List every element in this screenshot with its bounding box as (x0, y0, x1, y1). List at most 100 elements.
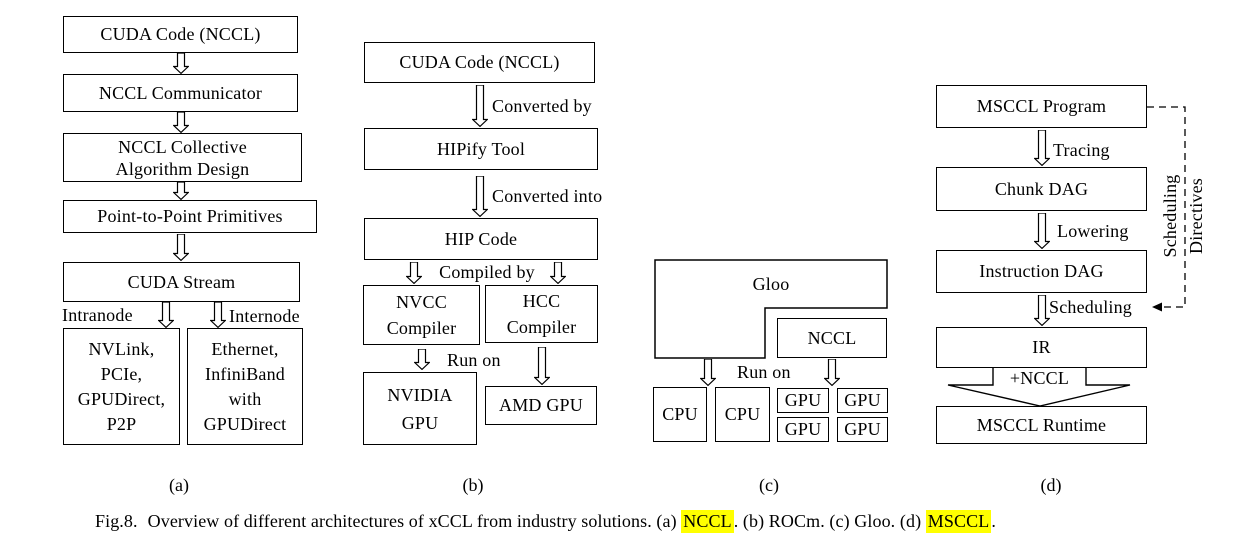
box-label: AMD GPU (499, 395, 583, 415)
box-cuda-stream: CUDA Stream (63, 262, 300, 302)
label-run-on-c: Run on (737, 362, 791, 382)
down-arrow-icon (472, 176, 488, 217)
down-arrow-icon (534, 347, 550, 385)
box-nccl-communicator: NCCL Communicator (63, 74, 298, 112)
box-nvidia-gpu: NVIDIA GPU (363, 372, 477, 445)
box-label-line: Compiler (386, 318, 457, 338)
scheduling-directives-dashed-arrow (1147, 106, 1186, 312)
caption-text: . (b) ROCm. (c) Gloo. (d) (733, 511, 926, 531)
box-intranode-technologies: NVLink, PCIe, GPUDirect, P2P (63, 328, 180, 445)
box-label: CUDA Code (NCCL) (100, 24, 261, 44)
down-arrow-icon (173, 53, 189, 74)
box-msccl-runtime: MSCCL Runtime (936, 406, 1147, 444)
box-label: GPU (844, 419, 881, 439)
box-gpu-4: GPU (837, 417, 888, 442)
label-converted-by: Converted by (492, 96, 592, 116)
box-label-line: NVLink, (88, 338, 155, 359)
label-gloo: Gloo (752, 274, 790, 294)
box-nccl-collective-algorithm-design: NCCL Collective Algorithm Design (63, 133, 302, 182)
box-label: IR (1032, 337, 1051, 357)
box-label-line: GPU (401, 412, 439, 433)
highlight-msccl: MSCCL (925, 510, 992, 533)
box-chunk-dag: Chunk DAG (936, 167, 1147, 211)
box-nccl-c: NCCL (777, 318, 887, 358)
box-instruction-dag: Instruction DAG (936, 250, 1147, 293)
down-arrow-icon (173, 182, 189, 200)
box-label: MSCCL Runtime (976, 414, 1107, 435)
box-label: GPU (784, 390, 822, 410)
box-label: CUDA Stream (127, 271, 236, 292)
down-arrow-icon (406, 262, 422, 284)
box-msccl-program: MSCCL Program (936, 85, 1147, 128)
caption-text: . (991, 511, 996, 531)
box-hip-code: HIP Code (364, 218, 598, 260)
down-arrow-icon (158, 302, 174, 328)
subfigure-label-c: (c) (759, 475, 779, 495)
figure-number: Fig.8. (95, 511, 138, 531)
box-gpu-2: GPU (837, 388, 888, 413)
subfigure-label-a: (a) (169, 475, 189, 495)
box-ir: IR (936, 327, 1147, 368)
down-arrow-icon (1034, 213, 1050, 249)
box-label-line: HCC (522, 291, 561, 311)
box-nvcc-compiler: NVCC Compiler (363, 285, 480, 345)
down-arrow-icon (173, 112, 189, 133)
box-label-line: GPUDirect (203, 413, 287, 434)
down-arrow-icon (550, 262, 566, 284)
box-label: NCCL Communicator (98, 82, 263, 103)
label-scheduling-directives-line2: Directives (1186, 178, 1206, 254)
box-label-line: with (228, 388, 262, 409)
label-converted-into: Converted into (492, 186, 603, 206)
down-arrow-icon (824, 359, 840, 386)
box-label: Point-to-Point Primitives (97, 206, 283, 226)
down-arrow-icon (210, 302, 226, 328)
box-label: CUDA Code (NCCL) (399, 52, 560, 72)
label-compiled-by: Compiled by (439, 262, 535, 282)
figure-caption: Fig.8.Overview of different architecture… (95, 510, 996, 533)
box-internode-technologies: Ethernet, InfiniBand with GPUDirect (187, 328, 303, 445)
box-label-line: NCCL Collective (118, 136, 247, 157)
box-amd-gpu: AMD GPU (485, 386, 597, 425)
box-label: HIPify Tool (436, 138, 526, 159)
highlight-nccl: NCCL (681, 510, 734, 533)
box-label: CPU (724, 404, 761, 424)
down-arrow-icon (414, 349, 430, 370)
box-label: GPU (784, 419, 822, 439)
down-arrow-icon (472, 85, 488, 127)
label-plus-nccl: +NCCL (1009, 368, 1070, 388)
subfigure-label-d: (d) (1040, 475, 1062, 495)
box-label: HIP Code (444, 228, 518, 249)
box-label-line: NVCC (396, 292, 447, 312)
box-label: Instruction DAG (979, 261, 1104, 281)
down-arrow-icon (700, 359, 716, 386)
box-label-line: Ethernet, (211, 338, 279, 359)
box-cuda-code-nccl-b: CUDA Code (NCCL) (364, 42, 595, 83)
box-label-line: PCIe, (100, 363, 143, 384)
box-cpu-1: CPU (653, 387, 707, 442)
label-scheduling-directives-line1: Scheduling (1160, 174, 1180, 258)
box-cpu-2: CPU (715, 387, 770, 442)
label-internode: Internode (229, 306, 300, 326)
label-scheduling: Scheduling (1049, 297, 1132, 317)
gloo-l-shape (654, 259, 888, 359)
box-hipify-tool: HIPify Tool (364, 128, 598, 170)
box-label: Chunk DAG (994, 178, 1089, 199)
box-gpu-3: GPU (777, 417, 829, 442)
label-lowering: Lowering (1057, 221, 1129, 241)
label-tracing: Tracing (1053, 140, 1110, 160)
down-arrow-icon (1034, 295, 1050, 326)
box-label-line: Algorithm Design (115, 158, 250, 179)
box-hcc-compiler: HCC Compiler (485, 285, 598, 343)
subfigure-label-b: (b) (462, 475, 484, 495)
box-label: MSCCL Program (976, 96, 1107, 116)
box-label: NCCL (807, 327, 857, 348)
label-run-on-b: Run on (447, 350, 501, 370)
label-intranode: Intranode (62, 305, 133, 325)
box-label-line: P2P (106, 413, 137, 434)
box-label-line: InfiniBand (205, 363, 285, 384)
box-label: GPU (844, 390, 881, 410)
box-label-line: Compiler (506, 317, 577, 337)
box-gpu-1: GPU (777, 388, 829, 413)
box-label: CPU (662, 404, 698, 424)
